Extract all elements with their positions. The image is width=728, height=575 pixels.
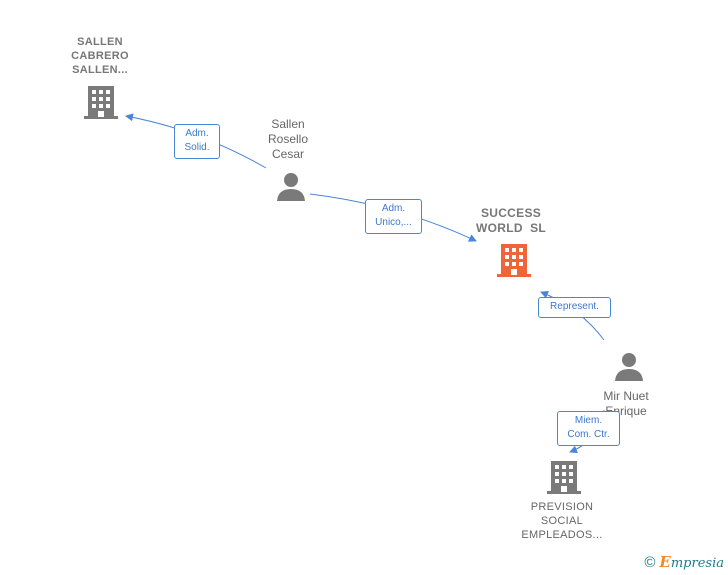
edge-label-represent[interactable]: Represent. bbox=[538, 297, 611, 318]
node-label-sallen-cabrero: SALLEN CABRERO SALLEN... bbox=[50, 35, 150, 77]
brand-initial: E bbox=[659, 553, 671, 571]
edge-label-adm-solid[interactable]: Adm. Solid. bbox=[174, 124, 220, 159]
label-line: Miem. bbox=[574, 415, 603, 426]
building-main-icon[interactable] bbox=[497, 242, 531, 278]
node-label-sallen-rosello: Sallen Rosello Cesar bbox=[248, 117, 328, 162]
label-line: PREVISION bbox=[530, 501, 594, 513]
label-line: Solid. bbox=[184, 142, 210, 153]
edge-label-adm-unico[interactable]: Adm. Unico,... bbox=[365, 199, 422, 234]
label-line: SALLEN bbox=[77, 36, 123, 48]
person-icon[interactable] bbox=[614, 352, 644, 382]
label-line: CABRERO bbox=[71, 50, 129, 62]
label-line: SOCIAL bbox=[540, 515, 584, 527]
label-line: Represent. bbox=[550, 301, 599, 312]
label-line: SALLEN... bbox=[72, 64, 128, 76]
label-line: Cesar bbox=[271, 147, 304, 161]
brand-logo[interactable]: Empresia bbox=[659, 553, 724, 571]
node-label-prevision-social: PREVISION SOCIAL EMPLEADOS... bbox=[507, 500, 617, 542]
label-line: Rosello bbox=[267, 132, 309, 146]
node-label-success-world: SUCCESS WORLD SL bbox=[461, 206, 561, 236]
label-line: SUCCESS bbox=[480, 206, 542, 220]
label-line: Unico,... bbox=[375, 217, 412, 228]
copyright-icon: © bbox=[644, 553, 656, 571]
brand-footer: © Empresia bbox=[644, 553, 724, 571]
edge-label-miem-com[interactable]: Miem. Com. Ctr. bbox=[557, 411, 620, 446]
person-icon[interactable] bbox=[276, 172, 306, 202]
label-line: EMPLEADOS... bbox=[521, 529, 603, 541]
label-line: Adm. bbox=[381, 203, 406, 214]
label-line: Com. Ctr. bbox=[567, 429, 610, 440]
building-icon[interactable] bbox=[84, 84, 118, 120]
label-line: WORLD SL bbox=[475, 221, 547, 235]
label-line: Adm. bbox=[185, 128, 209, 139]
brand-name: mpresia bbox=[670, 556, 724, 571]
building-icon[interactable] bbox=[547, 459, 581, 495]
label-line: Sallen bbox=[271, 117, 305, 131]
label-line: Mir Nuet bbox=[603, 389, 649, 403]
